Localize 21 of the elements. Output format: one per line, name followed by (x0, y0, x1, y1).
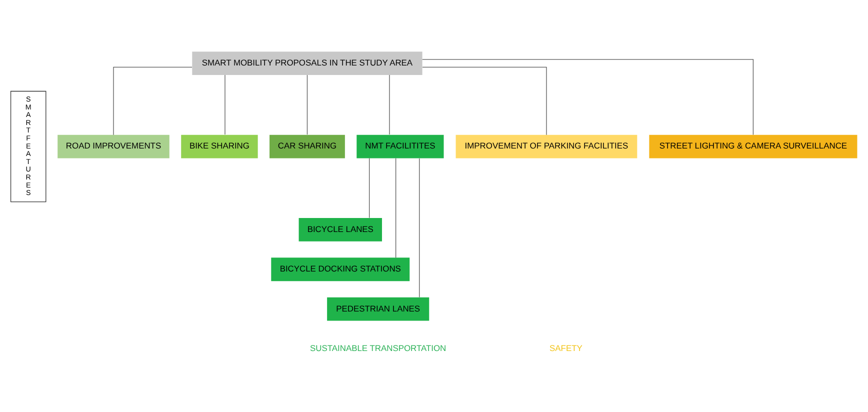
connector (306, 74, 308, 135)
node-box: SMART MOBILITY PROPOSALS IN THE STUDY AREA (192, 52, 422, 75)
node-box: PEDESTRIAN LANES (327, 297, 430, 321)
label: SAFETY (550, 342, 582, 353)
connector (422, 59, 754, 136)
connector (369, 158, 370, 218)
connector (113, 66, 192, 136)
node-box: CAR SHARING (270, 134, 345, 158)
connector (422, 66, 547, 136)
node-box: BICYCLE DOCKING STATIONS (271, 258, 410, 282)
node-box: IMPROVEMENT OF PARKING FACILITIES (456, 134, 638, 158)
connector (389, 74, 390, 135)
node-box: BICYCLE LANES (298, 218, 382, 242)
connector (224, 74, 226, 135)
label: SUSTAINABLE TRANSPORTATION (310, 342, 446, 353)
node-box: ROAD IMPROVEMENTS (58, 134, 170, 158)
connector (419, 158, 420, 298)
node-box: BIKE SHARING (181, 134, 258, 158)
connector (395, 158, 396, 258)
node-box: STREET LIGHTING & CAMERA SURVEILLANCE (649, 134, 858, 158)
node-box: NMT FACILITITES (356, 134, 444, 158)
